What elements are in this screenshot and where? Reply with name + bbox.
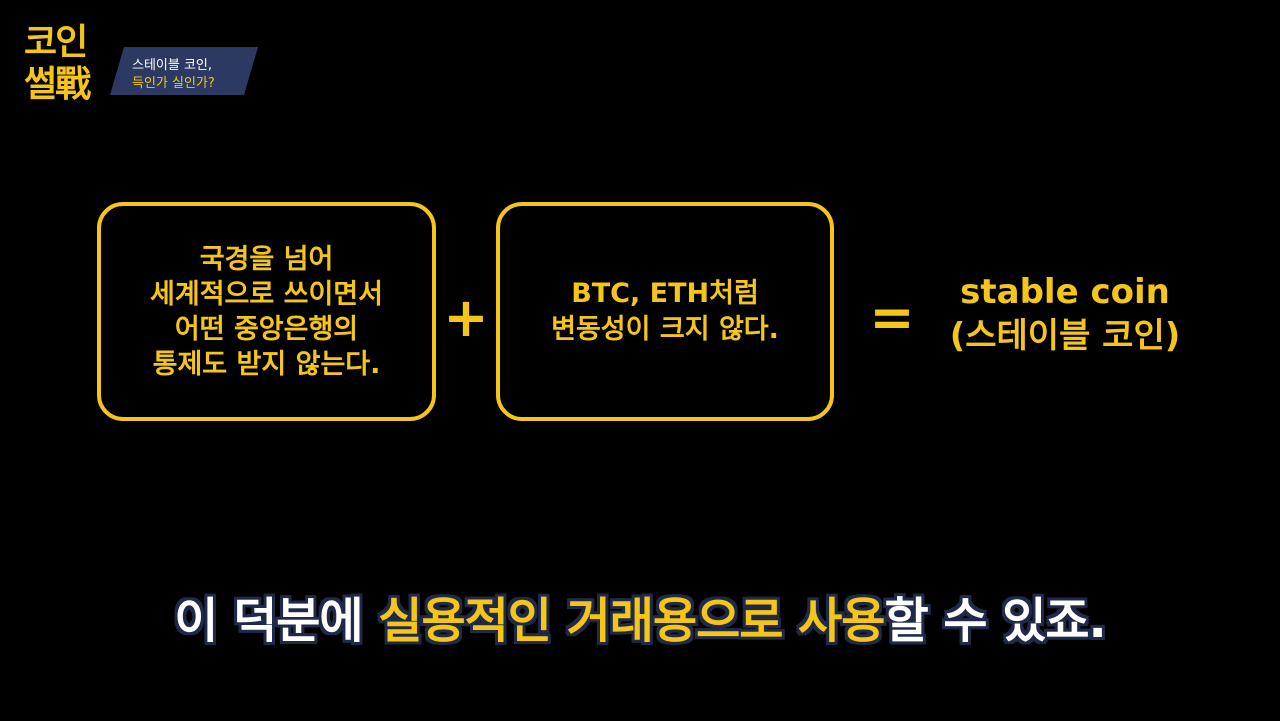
caption-highlight: 실용적인 거래용으로 사용 <box>378 593 885 649</box>
condition-line: 통제도 받지 않는다. <box>152 348 381 380</box>
episode-tag-line-2: 득인가 실인가? <box>132 76 215 91</box>
condition-line: BTC, ETH처럼 <box>571 277 759 309</box>
episode-tag: 스테이블 코인, 득인가 실인가? <box>110 47 258 95</box>
subtitle-caption: 이 덕분에 실용적인 거래용으로 사용할 수 있죠. <box>40 586 1240 656</box>
result-label: stable coin (스테이블 코인) <box>930 270 1200 358</box>
condition-box-low-volatility-text: BTC, ETH처럼 변동성이 크지 않다. <box>551 276 779 348</box>
result-line-1: stable coin <box>960 272 1170 312</box>
equals-operator: = <box>869 286 915 349</box>
condition-line: 변동성이 크지 않다. <box>551 313 779 345</box>
result-line-2: (스테이블 코인) <box>949 316 1181 356</box>
condition-line: 어떤 중앙은행의 <box>174 313 359 345</box>
condition-box-borderless-text: 국경을 넘어 세계적으로 쓰이면서 어떤 중앙은행의 통제도 받지 않는다. <box>150 242 383 382</box>
condition-line: 세계적으로 쓰이면서 <box>150 278 383 310</box>
episode-tag-line-1: 스테이블 코인, <box>132 58 213 73</box>
show-logo: 코인 썰戰 <box>24 22 110 106</box>
logo-line-2: 썰戰 <box>24 64 91 105</box>
logo-line-1: 코인 <box>24 22 88 63</box>
plus-operator: + <box>443 286 489 349</box>
condition-box-borderless: 국경을 넘어 세계적으로 쓰이면서 어떤 중앙은행의 통제도 받지 않는다. <box>97 202 436 421</box>
condition-box-low-volatility: BTC, ETH처럼 변동성이 크지 않다. <box>496 202 834 421</box>
caption-part-1: 이 덕분에 <box>174 593 379 649</box>
condition-line: 국경을 넘어 <box>199 243 334 275</box>
caption-part-3: 할 수 있죠. <box>884 593 1106 649</box>
